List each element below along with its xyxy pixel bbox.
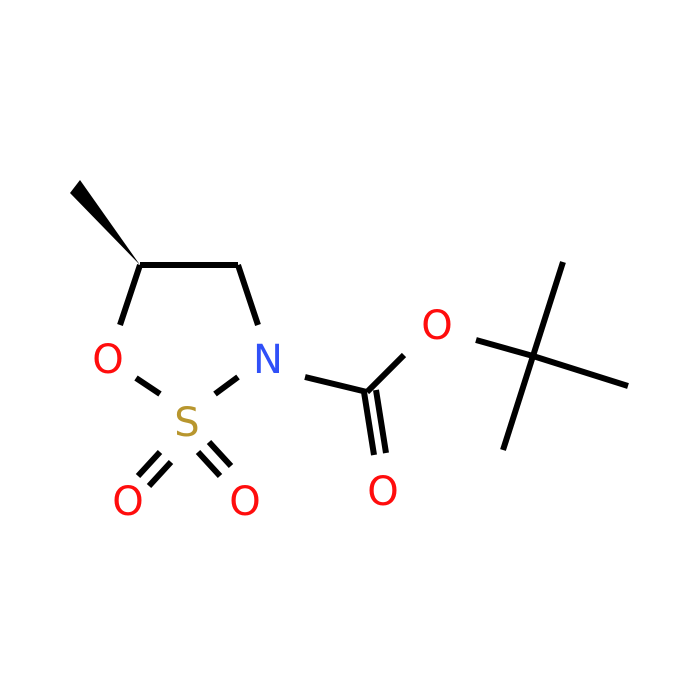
bond-carbonyl-o-b: [373, 389, 389, 454]
bond-carbonyl-o-a: [361, 391, 377, 456]
bond-ester-o-tbu: [475, 337, 534, 359]
atom-ring-nitrogen: N: [253, 337, 283, 383]
bond-s-o-right-a: [195, 449, 223, 479]
atom-ester-oxygen: O: [421, 303, 452, 349]
bond-tbu-methyl-up: [530, 261, 566, 357]
bond-s-o-left-b: [146, 459, 174, 489]
bond-o-s: [134, 375, 162, 397]
atom-sulfonyl-oxygen-right: O: [229, 479, 260, 525]
atom-ring-oxygen: O: [92, 337, 123, 383]
bond-c5-o: [117, 264, 143, 326]
bond-s-o-left-a: [135, 449, 163, 479]
bond-n-s: [213, 374, 240, 397]
bond-c4-n: [235, 264, 261, 326]
bond-tbu-methyl-down: [500, 355, 536, 451]
bond-tbu-methyl-right: [532, 353, 629, 389]
bond-n-carbonyl: [304, 374, 368, 395]
stereo-wedge-bond: [70, 180, 140, 265]
bond-carbonyl-ester-o: [364, 352, 407, 395]
atom-sulfur: S: [174, 400, 199, 446]
atom-sulfonyl-oxygen-left: O: [112, 479, 143, 525]
atom-carbonyl-oxygen: O: [367, 469, 398, 515]
bond-s-o-right-b: [206, 439, 234, 469]
